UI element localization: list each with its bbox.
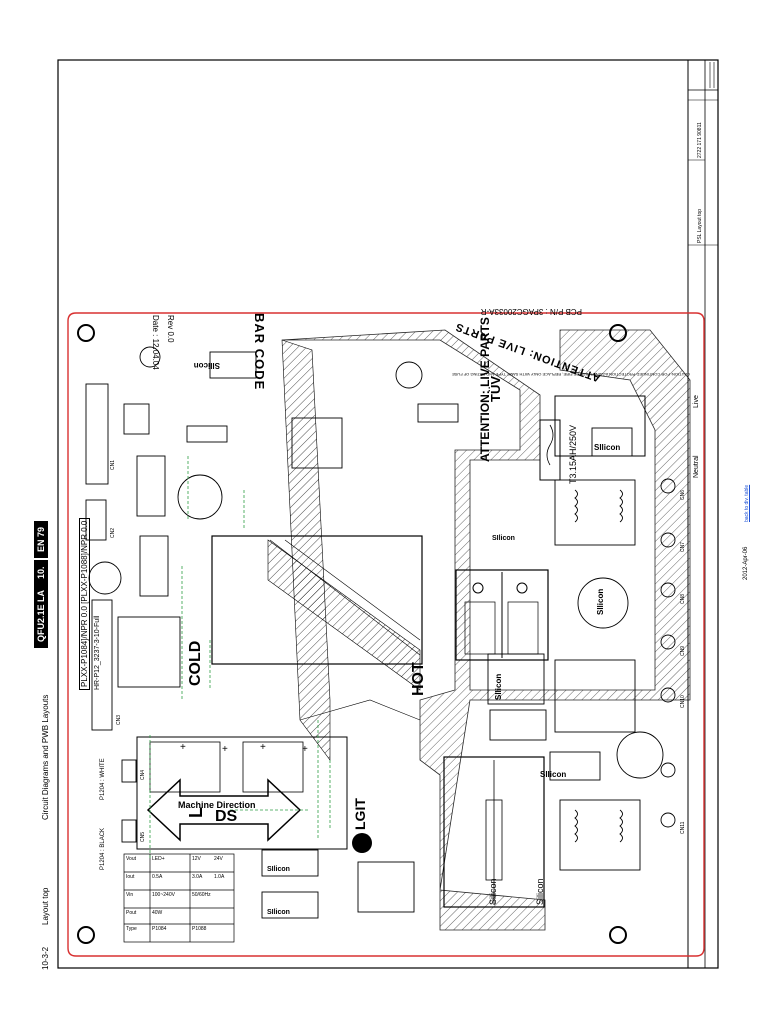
rev-label: Rev 0.0 (166, 315, 175, 343)
bar-code-label: BAR CODE (252, 313, 267, 391)
tuv-mark: TÜV (488, 376, 503, 402)
model-tab: QFU2.1E LA (34, 583, 48, 648)
footer-date: 2012-Apr-06 (743, 546, 749, 580)
silicon-chip-1: SIlicon (540, 770, 567, 779)
model-code-label: HR-P12_3237-3-10-Full (94, 615, 101, 690)
isolation-barrier (281, 329, 691, 931)
fuse-rating: T3.15AH/250V (568, 424, 578, 484)
left-connectors (85, 383, 181, 843)
ds-label: DS (215, 808, 238, 825)
bulk-capacitor (455, 569, 549, 661)
fuse (539, 419, 561, 481)
silicon-chip-6: SIlicon (267, 866, 290, 873)
live-label: Live (693, 395, 700, 408)
cn-label: CN5 (140, 831, 146, 842)
back-link[interactable]: back to div. table (744, 484, 750, 522)
sheet-frame (57, 59, 719, 969)
date-label: Date : 12.04.04 (151, 315, 160, 370)
silicon-label-main: Silicon (488, 878, 498, 905)
lgit-label: LGIT (352, 798, 368, 830)
p1204-white-label: P1204 : WHITE (100, 758, 106, 800)
chapter-title: Circuit Diagrams and PWB Layouts (41, 694, 50, 820)
chapter-number-tab: 10. (34, 560, 48, 585)
page-number: 10-3-2 (41, 946, 50, 970)
silicon-chip-5: SIlicon (596, 588, 605, 615)
cn-label: CN7 (680, 541, 686, 552)
cn-label: CN3 (116, 714, 122, 725)
lgit-logo (352, 833, 372, 853)
spec-table (123, 853, 235, 943)
cn-label: CN1 (110, 459, 116, 470)
silicon-chip-7: SIlicon (267, 909, 290, 916)
machine-direction-label: Machine Direction (178, 800, 256, 810)
cn-label: CN10 (680, 695, 686, 708)
silicon-label-2: Silicon (535, 878, 545, 905)
pcb-pn-label: PCB P/N : 3PAGC20033A-R (480, 307, 582, 316)
caution-text: CAUTION: FOR CONTINUED PROTECTION AGAINS… (451, 372, 690, 377)
plxx-label: PLXX-P1084]/NPR 0.0 [PLXX-P1088]/NPR 0.0 (79, 517, 90, 690)
l-mark: L (186, 807, 206, 818)
silicon-chip-2: SIlicon (594, 443, 621, 452)
silicon-chip-8: SIlicon (492, 535, 515, 542)
pcb-outline (67, 312, 705, 957)
silicon-chip-3: SIlicon (193, 361, 220, 370)
svg-text:+: + (260, 742, 266, 753)
hot-label: HOT (410, 662, 427, 696)
p1204-black-label: P1204 : BLACK (100, 827, 106, 870)
opto-couplers (186, 351, 633, 919)
ac-input-terminals (660, 478, 676, 828)
output-capacitor-block (136, 736, 348, 850)
svg-text:+: + (180, 742, 186, 753)
neutral-label: Neutral (693, 455, 700, 478)
silicon-chip-4: SIlicon (494, 673, 503, 700)
coil-modules (88, 346, 664, 871)
svg-text:+: + (302, 744, 308, 755)
cn-label: CN11 (680, 821, 686, 834)
section-title: Layout top (41, 887, 50, 925)
cn-label: CN4 (140, 769, 146, 780)
cold-label: COLD (187, 640, 204, 686)
cn-label: CN2 (110, 527, 116, 538)
mounting-holes (77, 324, 627, 944)
pfc-choke-block (443, 756, 545, 908)
cn-label: CN8 (680, 593, 686, 604)
cn-label: CN6 (680, 489, 686, 500)
drawing-title: PSL Layout top (697, 208, 703, 243)
svg-text:+: + (222, 744, 228, 755)
doc-number: 2722 171 90811 (697, 122, 703, 158)
language-tab: EN 79 (34, 520, 48, 558)
cn-label: CN9 (680, 645, 686, 656)
transformer-block (211, 535, 423, 665)
